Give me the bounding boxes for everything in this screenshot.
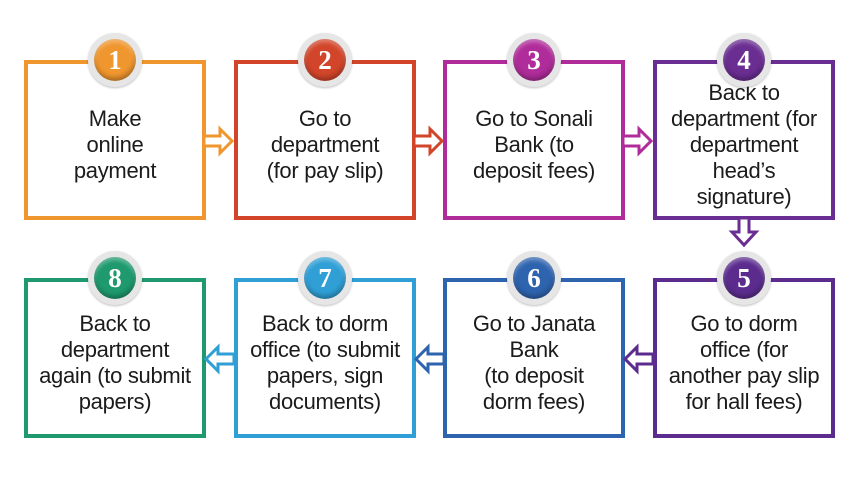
- step-6-text: Go to Janata Bank (to deposit dorm fees): [472, 311, 596, 414]
- arrow-6-to-7: [413, 343, 446, 375]
- arrow-1-to-2: [202, 125, 235, 157]
- arrow-5-to-6: [622, 343, 655, 375]
- step-5-text: Go to dorm office (for another pay slip …: [668, 311, 820, 414]
- step-1-text: Make online payment: [73, 106, 157, 183]
- arrow-5-to-6-shape: [622, 343, 655, 375]
- step-7-number-badge: 7: [298, 251, 352, 305]
- step-8-text: Back to department again (to submit pape…: [39, 311, 191, 414]
- step-4-number: 4: [737, 44, 751, 75]
- arrow-6-to-7-shape: [413, 343, 446, 375]
- arrow-2-to-3-shape: [412, 125, 445, 157]
- arrow-3-to-4: [621, 125, 654, 157]
- step-3-text: Go to Sonali Bank (to deposit fees): [472, 106, 596, 183]
- step-1-number-badge: 1: [88, 33, 142, 87]
- arrow-4-to-5-shape: [728, 216, 760, 248]
- step-1-number: 1: [108, 44, 122, 75]
- arrow-7-to-8-shape: [203, 343, 236, 375]
- step-5-number: 5: [737, 262, 751, 293]
- arrow-1-to-2-shape: [202, 125, 235, 157]
- arrow-2-to-3: [412, 125, 445, 157]
- step-6-number: 6: [527, 262, 541, 293]
- step-7-text: Back to dorm office (to submit papers, s…: [250, 311, 400, 414]
- step-3-number: 3: [527, 44, 541, 75]
- step-8-number-badge: 8: [88, 251, 142, 305]
- step-8-number: 8: [108, 262, 122, 293]
- arrow-4-to-5: [728, 216, 760, 248]
- step-4-number-badge: 4: [717, 33, 771, 87]
- step-2-text: Go to department (for pay slip): [266, 106, 384, 183]
- step-2-number-badge: 2: [298, 33, 352, 87]
- arrow-3-to-4-shape: [621, 125, 654, 157]
- step-6-number-badge: 6: [507, 251, 561, 305]
- step-4-text: Back to department (for department head’…: [671, 80, 817, 209]
- step-5-number-badge: 5: [717, 251, 771, 305]
- arrow-7-to-8: [203, 343, 236, 375]
- step-7-number: 7: [318, 262, 332, 293]
- step-3-number-badge: 3: [507, 33, 561, 87]
- step-2-number: 2: [318, 44, 332, 75]
